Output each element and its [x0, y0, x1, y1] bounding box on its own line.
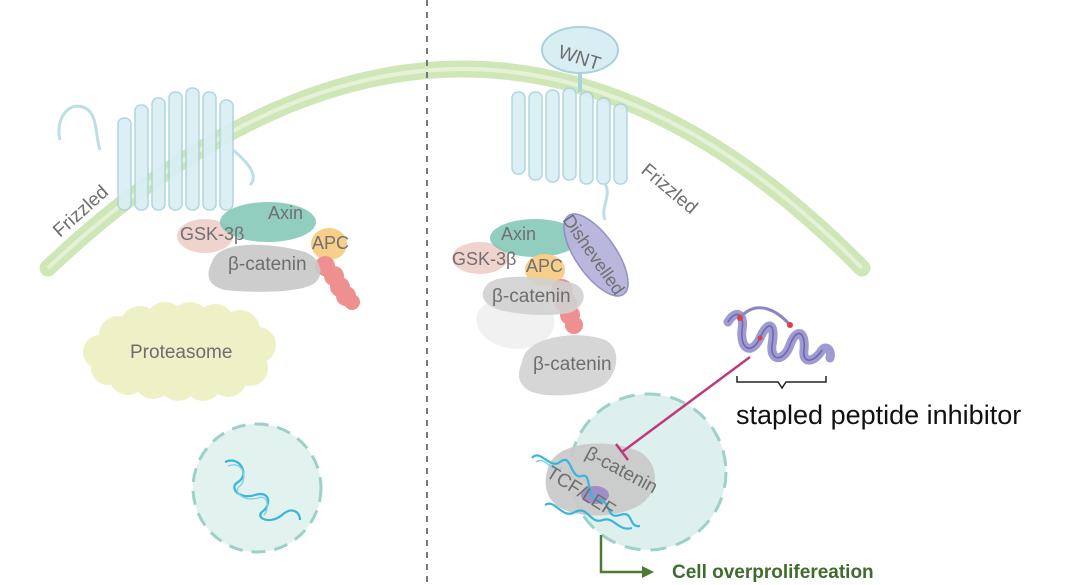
apc-shape-left	[311, 228, 347, 260]
axin-label-left: Axin	[268, 203, 303, 223]
gsk3b-shape-right	[452, 242, 508, 274]
tcf-lef-shape	[581, 486, 609, 504]
beta-catenin-label-left: β-catenin	[228, 254, 307, 275]
nuclear-complex	[531, 443, 655, 530]
dna-strand-left	[224, 459, 302, 522]
proteasome-shape	[83, 302, 276, 401]
axin-shape-left	[220, 202, 316, 242]
axin-label-right: Axin	[501, 224, 536, 244]
frizzled-receptor-right	[511, 87, 628, 221]
axin-shape-right	[490, 219, 580, 257]
beta-catenin-shape-left	[208, 244, 321, 292]
apc-label-left: APC	[312, 233, 349, 253]
peptide-staple	[738, 306, 792, 326]
dna-strand-right	[531, 454, 641, 528]
frizzled-receptor-left	[57, 87, 255, 211]
peptide-helix	[723, 310, 835, 365]
beta-catenin-label-right-complex: β-catenin	[492, 286, 571, 307]
stapled-peptide	[723, 306, 835, 365]
proteasome-label: Proteasome	[130, 342, 232, 363]
dishevelled-shape	[563, 213, 629, 297]
gsk3b-shape-left	[177, 219, 233, 253]
nucleus-left	[191, 422, 323, 554]
apc-tail-left	[315, 256, 360, 310]
outcome-label: Cell overprolifereation	[672, 562, 874, 583]
frizzled-label-right: Frizzled	[637, 160, 701, 219]
destruction-complex-left	[177, 202, 360, 310]
peptide-brace	[736, 376, 827, 390]
nuclear-beta-catenin-shape	[545, 443, 655, 516]
proliferation-arrow	[599, 535, 654, 578]
wnt-ligand	[541, 26, 619, 92]
apc-label-right: APC	[526, 256, 563, 276]
gsk3b-label-right: GSK-3β	[452, 249, 516, 269]
destruction-complex-right	[452, 213, 629, 349]
inhibition-line	[615, 355, 751, 461]
beta-catenin-shape-right	[482, 276, 584, 315]
gsk3b-label-left: GSK-3β	[180, 224, 244, 244]
inhibitor-label: stapled peptide inhibitor	[736, 400, 1021, 430]
free-beta-catenin-label: β-catenin	[533, 354, 612, 375]
free-beta-catenin-shape	[518, 335, 617, 396]
